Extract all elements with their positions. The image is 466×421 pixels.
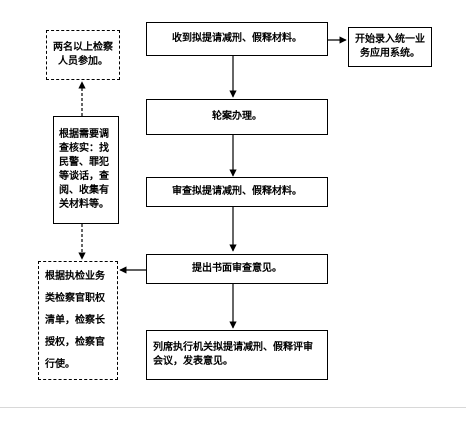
node-receive-materials: 收到拟提请减刑、假释材料。: [146, 22, 328, 56]
node-receive-materials-text: 收到拟提请减刑、假释材料。: [172, 33, 302, 44]
node-two-prosecutors-text: 两名以上检察人员参加。: [53, 42, 113, 67]
node-attend-meeting: 列席执行机关拟提请减刑、假释评审会议，发表意见。: [146, 330, 328, 380]
node-authority-text: 根据执检业务类检察官职权清单，检察长授权，检察官行使。: [45, 270, 105, 370]
node-enter-system: 开始录入统一业务应用系统。: [348, 27, 432, 67]
node-attend-meeting-text: 列席执行机关拟提请减刑、假释评审会议，发表意见。: [153, 342, 313, 367]
bottom-divider: [0, 407, 466, 408]
node-rotate: 轮案办理。: [146, 99, 328, 135]
node-written-opinion: 提出书面审查意见。: [146, 254, 328, 284]
node-written-opinion-text: 提出书面审查意见。: [192, 263, 282, 274]
node-review-materials-text: 审查拟提请减刑、假释材料。: [172, 186, 302, 197]
node-verify-text: 根据需要调查核实：找民警、罪犯等谈话，查阅、收集有关材料等。: [59, 129, 109, 210]
node-enter-system-text: 开始录入统一业务应用系统。: [355, 34, 425, 59]
node-rotate-text: 轮案办理。: [212, 111, 262, 122]
node-verify: 根据需要调查核实：找民警、罪犯等谈话，查阅、收集有关材料等。: [53, 116, 119, 224]
node-authority: 根据执检业务类检察官职权清单，检察长授权，检察官行使。: [38, 261, 118, 380]
node-two-prosecutors: 两名以上检察人员参加。: [46, 30, 120, 80]
node-review-materials: 审查拟提请减刑、假释材料。: [146, 177, 328, 207]
